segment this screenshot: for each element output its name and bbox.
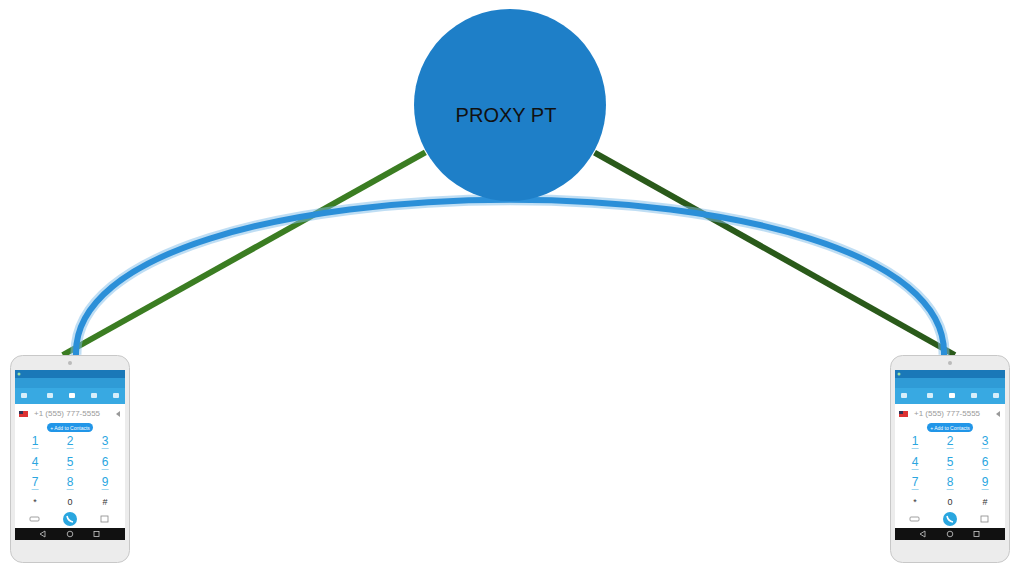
- keypad-key: 6: [982, 456, 989, 470]
- keypad-key: 1: [32, 435, 39, 449]
- proxy-circle: PROXY PT: [413, 8, 607, 202]
- keypad-key: 8: [947, 476, 954, 490]
- keypad-key: 0: [947, 498, 952, 507]
- phone-device: +1 (555) 777-5555 + Add to Contacts 1 2 3 4 5 6…: [10, 355, 130, 563]
- keypad-key: 9: [102, 476, 109, 490]
- phone-device: +1 (555) 777-5555 + Add to Contacts 1 2 3 4 5 6…: [890, 355, 1010, 563]
- keypad-key: #: [982, 498, 987, 507]
- node-label: PROXY PT: [456, 104, 557, 127]
- keypad-key: 5: [947, 456, 954, 470]
- keypad-key: 1: [912, 435, 919, 449]
- phone-number: +1 (555) 777-5555: [914, 410, 980, 418]
- contact-button-label: + Add to Contacts: [930, 426, 970, 431]
- keypad-key: 4: [32, 456, 39, 470]
- phone-number: +1 (555) 777-5555: [34, 410, 100, 418]
- keypad-key: 4: [912, 456, 919, 470]
- keypad-key: 2: [947, 435, 954, 449]
- keypad-key: 2: [67, 435, 74, 449]
- link-glow: [76, 200, 944, 355]
- keypad-key: 8: [67, 476, 74, 490]
- keypad-key: 7: [32, 476, 39, 490]
- direct-link: [76, 200, 944, 355]
- keypad-key: #: [102, 498, 107, 507]
- contact-button-label: + Add to Contacts: [50, 426, 90, 431]
- keypad-key: 6: [102, 456, 109, 470]
- keypad-key: 5: [67, 456, 74, 470]
- proxy-link: [595, 153, 955, 355]
- keypad-key: 3: [982, 435, 989, 449]
- keypad-key: *: [33, 498, 37, 507]
- keypad-key: 3: [102, 435, 109, 449]
- proxy-link: [63, 152, 426, 355]
- keypad-key: 9: [982, 476, 989, 490]
- keypad-key: 7: [912, 476, 919, 490]
- keypad-key: 0: [67, 498, 72, 507]
- keypad-key: *: [913, 498, 917, 507]
